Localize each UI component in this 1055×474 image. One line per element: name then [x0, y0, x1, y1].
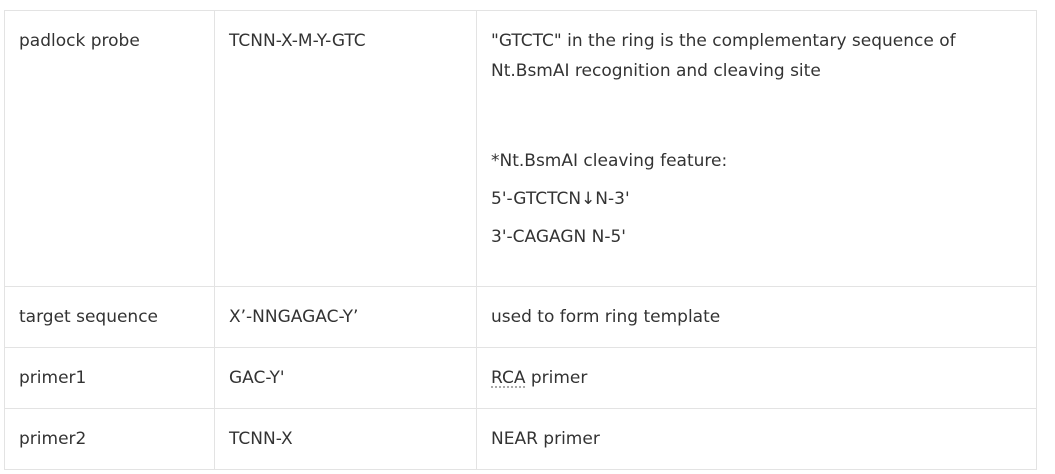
oligo-sequence: X’-NNGAGAC-Y’ — [229, 307, 359, 327]
oligo-name: primer1 — [19, 368, 87, 388]
oligo-sequence-cell: TCNN-X — [214, 408, 477, 470]
oligo-description: used to form ring template — [491, 307, 721, 327]
table-row: target sequence X’-NNGAGAC-Y’ used to fo… — [4, 286, 1037, 348]
oligo-description: NEAR primer — [491, 429, 600, 449]
cleaving-feature-title: *Nt.BsmAI cleaving feature: — [491, 151, 728, 171]
oligo-name-cell: target sequence — [4, 286, 215, 348]
oligo-description-cell: RCA primer — [476, 347, 1037, 409]
oligo-description: primer — [525, 368, 588, 388]
oligo-sequence: TCNN-X-M-Y-GTC — [229, 31, 366, 51]
cleaving-feature-strand-3: 3'-CAGAGN N-5' — [491, 227, 626, 247]
oligo-sequence-cell: X’-NNGAGAC-Y’ — [214, 286, 477, 348]
description-line: Nt.BsmAI recognition and cleaving site — [491, 61, 821, 81]
rca-abbreviation[interactable]: RCA — [491, 368, 526, 388]
table-row: primer1 GAC-Y' RCA primer — [4, 347, 1037, 409]
oligo-name-cell: primer2 — [4, 408, 215, 470]
oligo-description-cell: used to form ring template — [476, 286, 1037, 348]
paragraph-gap — [491, 86, 1022, 146]
oligo-description-cell: NEAR primer — [476, 408, 1037, 470]
table-row: padlock probe TCNN-X-M-Y-GTC "GTCTC" in … — [4, 10, 1037, 287]
table-row: primer2 TCNN-X NEAR primer — [4, 408, 1037, 470]
oligo-table: padlock probe TCNN-X-M-Y-GTC "GTCTC" in … — [4, 10, 1037, 470]
oligo-sequence-cell: GAC-Y' — [214, 347, 477, 409]
oligo-description-cell: "GTCTC" in the ring is the complementary… — [476, 10, 1037, 287]
oligo-name: primer2 — [19, 429, 87, 449]
oligo-name-cell: padlock probe — [4, 10, 215, 287]
oligo-sequence-cell: TCNN-X-M-Y-GTC — [214, 10, 477, 287]
oligo-sequence: TCNN-X — [229, 429, 293, 449]
cleaving-feature-strand-5: 5'-GTCTCN↓N-3' — [491, 189, 630, 209]
oligo-name-cell: primer1 — [4, 347, 215, 409]
oligo-name: padlock probe — [19, 31, 140, 51]
oligo-sequence: GAC-Y' — [229, 368, 285, 388]
oligo-name: target sequence — [19, 307, 159, 327]
description-line: "GTCTC" in the ring is the complementary… — [491, 31, 956, 51]
